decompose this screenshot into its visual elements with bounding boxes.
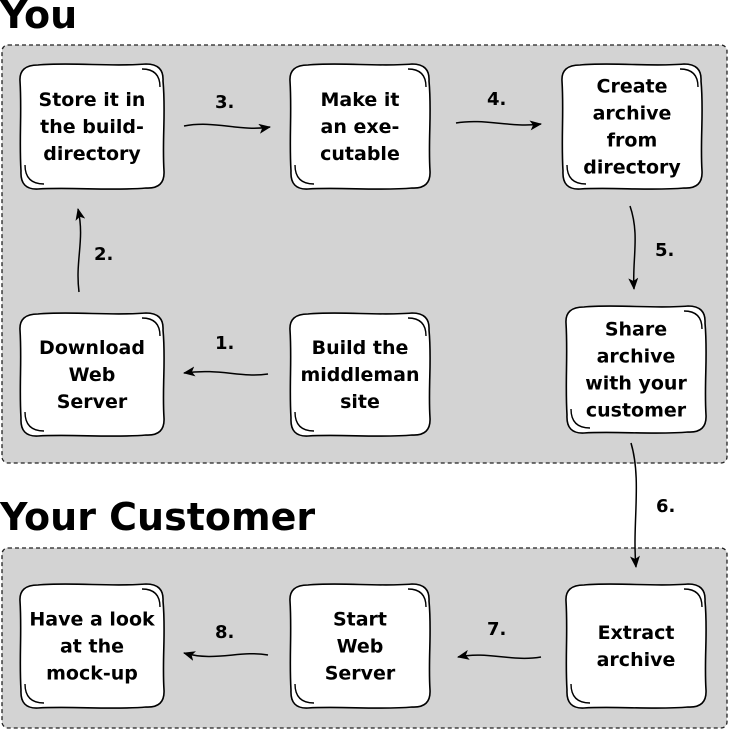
edge-3: 3. <box>183 92 271 134</box>
node-curl <box>570 408 591 429</box>
node-label-line: middleman <box>300 364 419 386</box>
node-label-line: from <box>607 130 658 152</box>
node-curl <box>294 164 315 185</box>
node-curl <box>24 164 45 185</box>
edge-label-6: 6. <box>656 496 675 517</box>
edge-1: 1. <box>183 333 269 377</box>
node-label-line: mock-up <box>46 663 138 685</box>
region-you <box>1 44 728 464</box>
node-label-line: cutable <box>320 143 400 165</box>
node-label-line: Have a look <box>29 609 155 631</box>
node-curl <box>570 683 591 704</box>
node-label-line: site <box>340 391 380 413</box>
node-label-line: archive <box>597 649 676 671</box>
edge-label-4: 4. <box>487 89 506 110</box>
node-label-line: customer <box>586 400 687 422</box>
node-label-line: archive <box>597 346 676 368</box>
edge-label-1: 1. <box>215 333 234 354</box>
node-label-line: at the <box>60 636 124 658</box>
node-look[interactable]: Have a look at the mock-up <box>19 583 165 709</box>
node-curl <box>24 411 45 432</box>
node-curl <box>141 317 161 337</box>
node-extract[interactable]: Extract archive <box>565 583 707 709</box>
node-box <box>561 63 703 190</box>
node-curl <box>683 588 703 608</box>
edge-label-2: 2. <box>94 244 113 265</box>
node-box <box>19 63 165 190</box>
edge-label-8: 8. <box>215 622 234 643</box>
edge-7: 7. <box>457 619 542 660</box>
node-label-line: Web <box>69 364 116 386</box>
edge-8: 8. <box>183 622 269 661</box>
node-label-line: Build the <box>312 337 409 359</box>
edge-5: 5. <box>628 205 674 290</box>
node-box <box>289 63 431 190</box>
node-label-line: with your <box>585 373 687 395</box>
node-box <box>289 583 431 709</box>
node-label-line: an exe- <box>321 116 400 138</box>
node-archive[interactable]: Create archive from directory <box>561 63 703 190</box>
node-box <box>565 305 707 434</box>
node-box <box>289 312 431 437</box>
node-label-line: Start <box>333 609 387 631</box>
node-label-line: the build- <box>40 116 144 138</box>
node-exec[interactable]: Make it an exe-cutable <box>289 63 431 190</box>
edge-label-5: 5. <box>655 240 674 261</box>
section-title-customer: Your Customer <box>0 495 315 539</box>
node-curl <box>24 683 45 704</box>
node-label-line: Web <box>337 636 384 658</box>
node-label-line: Server <box>325 663 396 685</box>
edge-6: 6. <box>629 442 675 568</box>
section-title-you: You <box>0 0 77 37</box>
edge-label-7: 7. <box>487 619 506 640</box>
node-share[interactable]: Share archive with your customer <box>565 305 707 434</box>
node-curl <box>566 164 587 185</box>
edge-2: 2. <box>75 208 113 293</box>
node-label-line: directory <box>583 157 681 179</box>
node-curl <box>683 310 703 330</box>
node-label-line: Extract <box>598 622 675 644</box>
node-curl <box>407 588 427 608</box>
node-box <box>565 583 707 709</box>
node-label-line: Store it in <box>39 89 146 111</box>
node-label-line: Create <box>597 76 668 98</box>
node-curl <box>407 68 427 88</box>
node-label-line: directory <box>43 143 141 165</box>
node-label-line: Server <box>57 391 128 413</box>
edge-label-3: 3. <box>215 92 234 113</box>
node-store[interactable]: Store it in the build-directory <box>19 63 165 190</box>
node-build[interactable]: Build the middleman site <box>289 312 431 437</box>
node-curl <box>294 411 315 432</box>
edge-4: 4. <box>455 89 542 131</box>
node-curl <box>294 683 315 704</box>
node-label-line: Make it <box>321 89 400 111</box>
node-curl <box>141 588 161 608</box>
node-label-line: Share <box>605 319 667 341</box>
node-curl <box>679 68 699 88</box>
node-label-line: archive <box>593 103 672 125</box>
nodes-layer: Store it in the build-directory Make it an… <box>19 63 707 709</box>
node-box <box>19 583 165 709</box>
node-box <box>19 312 165 437</box>
node-curl <box>141 68 161 88</box>
node-curl <box>407 317 427 337</box>
node-label-line: Download <box>39 337 145 359</box>
